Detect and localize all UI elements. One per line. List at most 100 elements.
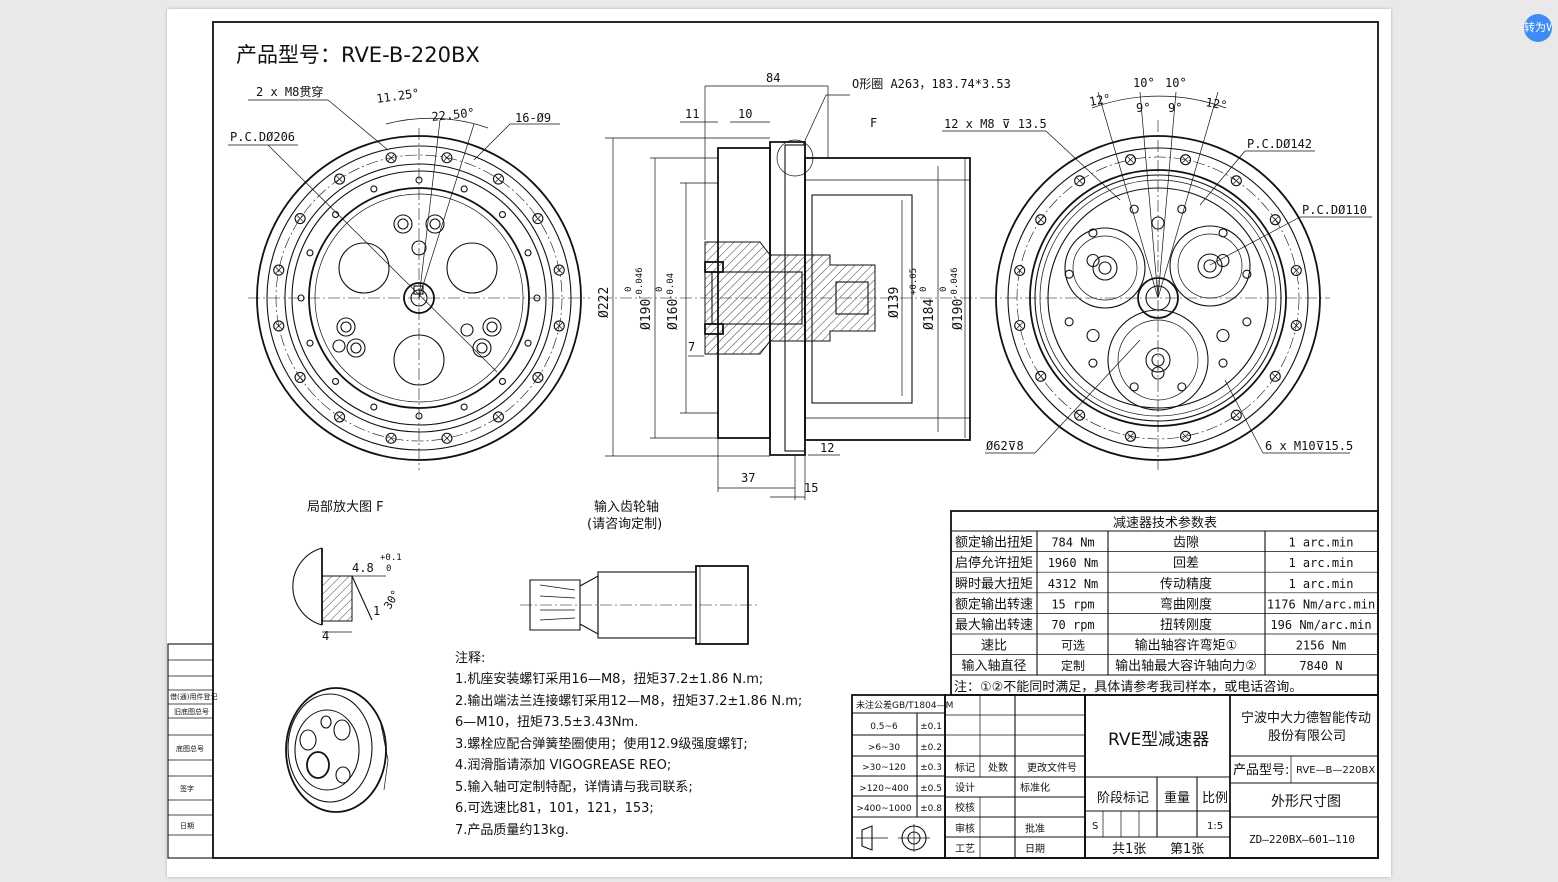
note-5: 5.输入轴可定制特配，详情请与我司联系;: [455, 779, 693, 795]
rear-tapped-hole: [1064, 317, 1074, 327]
bolt-hole: [334, 173, 346, 185]
front-annotation-angle-large: 22.50°: [431, 106, 476, 124]
inner-hole: [498, 377, 506, 385]
side-dim-11: 11: [685, 107, 699, 121]
rear-m10-hole: [1086, 328, 1100, 343]
side-dim-37: 37: [741, 471, 755, 485]
spec-cell: 70 rpm: [1051, 618, 1094, 632]
rev-label-process: 工艺: [955, 843, 975, 855]
spec-cell: 定制: [1061, 658, 1085, 673]
front-annotation-holes: 16-Ø9: [515, 111, 551, 125]
tolerance-table: 未注公差GB/T1804—M 0.5~6±0.1>6~30±0.2>30~120…: [851, 694, 953, 859]
margin-label-base: 底图总号: [176, 744, 204, 753]
bolt-hole: [334, 411, 346, 423]
front-annotation-pcd: P.C.DØ206: [230, 130, 295, 144]
rear-bolt-hole: [1124, 430, 1137, 442]
rear-bore-62: Ø62⊽8: [986, 439, 1024, 453]
bolt-hole: [553, 320, 565, 332]
drawing-number: ZD—220BX—601—110: [1249, 833, 1355, 846]
side-dia-139: Ø139: [887, 287, 902, 318]
margin-label-date: 日期: [180, 822, 194, 830]
tolerance-value: ±0.5: [920, 784, 942, 794]
note-2b: 6—M10，扭矩73.5±3.43Nm.: [455, 715, 638, 730]
bolt-hole: [532, 213, 544, 225]
tolerance-range: >30~120: [862, 763, 906, 773]
margin-label-reg: 借(通)用件登记: [170, 692, 217, 701]
rear-angle-10-left: 10°: [1133, 76, 1155, 90]
rear-tapped-hole: [1088, 358, 1098, 368]
spec-cell: 1 arc.min: [1288, 577, 1353, 591]
rear-angle-9-right: 9°: [1168, 101, 1182, 115]
tolerance-rows: 0.5~6±0.1>6~30±0.2>30~120±0.3>120~400±0.…: [856, 722, 942, 814]
tolerance-range: >120~400: [859, 784, 909, 794]
margin-label-old: 旧底图总号: [174, 707, 209, 716]
rear-pcd-110: P.C.DØ110: [1302, 203, 1367, 217]
bolt-hole: [553, 264, 565, 276]
bolt-hole: [273, 264, 285, 276]
rear-bolt-hole: [1014, 264, 1026, 277]
tolerance-value: ±0.3: [920, 763, 942, 773]
spec-cell: 2156 Nm: [1296, 639, 1347, 653]
inner-hole: [415, 412, 423, 420]
inner-hole: [524, 249, 532, 257]
stage-value: S: [1092, 821, 1098, 832]
spec-cell: 1 arc.min: [1288, 536, 1353, 550]
tolerance-value: ±0.2: [920, 743, 942, 753]
rev-label-review: 审核: [955, 822, 975, 835]
sheet-number: 第1张: [1170, 842, 1204, 857]
rev-label-count: 处数: [988, 761, 1008, 774]
tol-190r-upper: 0: [939, 287, 949, 292]
inner-hole: [297, 294, 305, 302]
scale-label: 比例: [1202, 791, 1228, 806]
spec-cell: 输出轴容许弯矩①: [1135, 638, 1238, 654]
rear-bolt-hole: [1230, 175, 1242, 187]
bolt-hole: [441, 152, 453, 164]
detail-tol-upper: +0.1: [380, 553, 402, 563]
rear-bolt-hole: [1179, 154, 1192, 166]
tol-160-upper: 0: [655, 287, 665, 292]
company-name-line2: 股份有限公司: [1268, 729, 1346, 744]
rear-tapped-hole: [1129, 204, 1139, 214]
rear-bolt-hole: [1230, 409, 1242, 421]
part-name: RVE型减速器: [1108, 730, 1209, 750]
input-shaft-view: 输入齿轮轴 (请咨询定制): [520, 499, 760, 645]
spec-cell: 瞬时最大扭矩: [955, 577, 1033, 592]
side-dim-84: 84: [766, 71, 780, 85]
convert-to-word-button[interactable]: 转为W: [1524, 14, 1552, 42]
note-6: 6.可选速比81，101，121，153;: [455, 801, 654, 816]
detail-angle-30: 30°: [381, 588, 402, 612]
engineering-drawing: 借(通)用件登记 旧底图总号 底图总号 签字 日期 产品型号：RVE-B-220…: [167, 21, 1379, 859]
inner-hole: [524, 339, 532, 347]
rev-label-check: 校核: [955, 801, 975, 814]
side-dim-12: 12: [820, 441, 834, 455]
note-4: 4.润滑脂请添加 VIGOGREASE REO;: [455, 758, 671, 773]
rear-m10-hole: [1151, 366, 1165, 380]
detail-dim-4: 4: [322, 629, 329, 643]
side-dia-222: Ø222: [597, 287, 612, 318]
product-model-title: 产品型号：RVE-B-220BX: [236, 43, 480, 67]
rear-m10-hole: [1216, 328, 1230, 343]
rear-bolt-hole: [1014, 319, 1026, 332]
detail-f-title: 局部放大图 F: [307, 500, 384, 515]
drawing-name: 外形尺寸图: [1271, 794, 1341, 810]
model-label: 产品型号:: [1233, 763, 1289, 778]
detail-dim-4-8: 4.8: [352, 561, 374, 575]
bolt-hole: [492, 411, 504, 423]
bolt-hole: [385, 152, 397, 164]
tol-190r-lower: -0.046: [950, 267, 960, 300]
stage-label: 阶段标记: [1097, 791, 1149, 806]
rear-bolt-hole: [1290, 319, 1302, 332]
rear-angle-9-left: 9°: [1136, 101, 1150, 115]
note-3: 3.螺栓应配合弹簧垫圈使用；使用12.9级强度螺钉;: [455, 736, 748, 752]
rear-tapped-hole: [1242, 317, 1252, 327]
inner-hole: [415, 176, 423, 184]
input-shaft-title: 输入齿轮轴: [594, 499, 659, 515]
detail-f-view: 局部放大图 F 4.8 +0.1 0 30° 1 4: [292, 500, 403, 643]
rev-label-design: 设计: [955, 781, 975, 794]
spec-cell: 784 Nm: [1051, 536, 1094, 550]
model-value: RVE—B—220BX: [1296, 765, 1375, 776]
rear-tapped-hole: [1129, 382, 1139, 392]
spec-cell: 齿隙: [1173, 536, 1199, 551]
note-7: 7.产品质量约13kg.: [455, 823, 569, 838]
